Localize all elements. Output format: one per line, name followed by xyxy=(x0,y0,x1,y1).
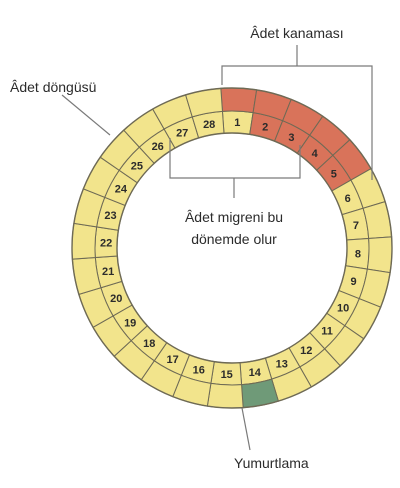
migraine-label-line2: dönemde olur xyxy=(191,231,277,247)
day-number: 22 xyxy=(100,238,112,250)
day-segment-outer xyxy=(206,382,244,409)
day-segment-outer xyxy=(71,222,98,260)
day-number: 10 xyxy=(337,302,349,314)
ovulation-label: Yumurtlama xyxy=(234,455,309,471)
day-number: 14 xyxy=(249,367,262,379)
day-number: 8 xyxy=(355,248,361,260)
day-number: 18 xyxy=(143,338,155,350)
day-number: 16 xyxy=(193,365,205,377)
day-number: 11 xyxy=(321,326,333,338)
day-number: 1 xyxy=(234,117,240,129)
day-number: 26 xyxy=(152,141,164,153)
day-number: 3 xyxy=(288,132,294,144)
day-number: 21 xyxy=(102,266,114,278)
bleeding-label: Âdet kanaması xyxy=(250,25,343,41)
day-number: 20 xyxy=(110,293,122,305)
day-number: 9 xyxy=(350,276,356,288)
day-number: 28 xyxy=(203,119,215,131)
bleeding-bracket xyxy=(221,45,373,180)
day-number: 25 xyxy=(131,160,143,172)
day-number: 27 xyxy=(176,127,188,139)
day-number: 12 xyxy=(300,345,312,357)
day-number: 23 xyxy=(104,210,116,222)
ovulation-pointer xyxy=(241,407,251,451)
day-number: 17 xyxy=(166,354,178,366)
day-number: 24 xyxy=(115,184,128,196)
ring-outline xyxy=(116,132,348,364)
day-number: 6 xyxy=(345,193,351,205)
day-number: 7 xyxy=(353,220,359,232)
day-number: 5 xyxy=(331,169,337,181)
cycle-label: Âdet döngüsü xyxy=(10,79,96,95)
day-number: 15 xyxy=(221,369,233,381)
ring-outline xyxy=(71,87,393,409)
day-number: 2 xyxy=(262,122,268,134)
day-segment-outer xyxy=(366,236,393,274)
day-number: 4 xyxy=(312,148,319,160)
day-number: 19 xyxy=(124,317,136,329)
migraine-bracket xyxy=(169,138,301,198)
day-segment-outer xyxy=(220,87,258,114)
migraine-label-line1: Âdet migreni bu xyxy=(185,209,283,225)
day-number: 13 xyxy=(276,359,288,371)
cycle-pointer xyxy=(61,94,111,136)
